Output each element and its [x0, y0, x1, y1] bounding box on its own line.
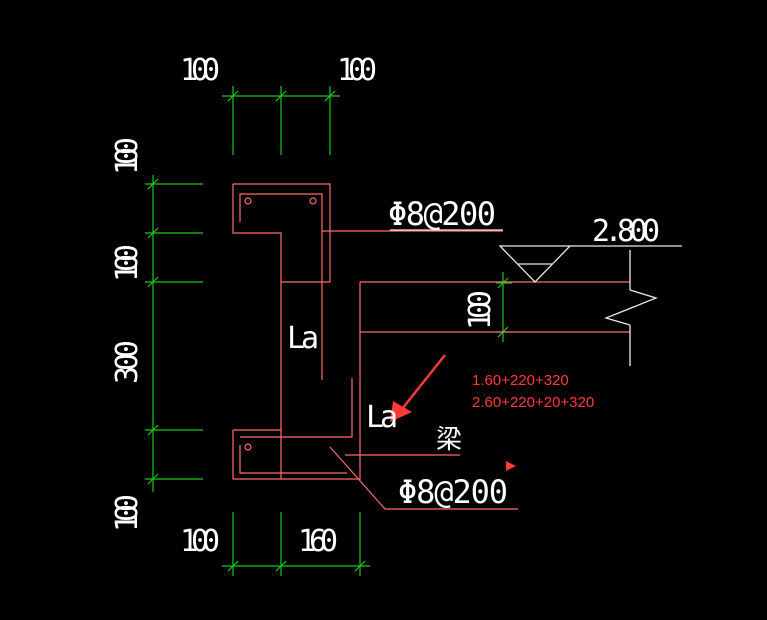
- dim-left-4: 100: [110, 494, 145, 532]
- rebar-label-bottom: Φ8@200: [398, 473, 508, 511]
- annotation-arrow: [390, 354, 516, 471]
- dim-left-1: 100: [110, 137, 145, 175]
- dim-left-2: 100: [110, 244, 145, 282]
- note-line-1: 1.60+220+320: [472, 372, 569, 389]
- elevation-value: 2.800: [592, 214, 660, 249]
- beam-label: 梁: [436, 425, 462, 455]
- note-line-2: 2.60+220+20+320: [472, 394, 594, 411]
- dim-left-3: 300: [110, 340, 145, 384]
- dim-bottom-left: 100: [180, 524, 220, 559]
- section-outline: [232, 183, 630, 480]
- dimension-lines: [145, 86, 512, 576]
- elevation-marker: [498, 245, 682, 366]
- dim-top-left: 100: [180, 53, 220, 88]
- rebar-label-top: Φ8@200: [388, 195, 496, 233]
- anchor-label-2: La: [366, 400, 398, 435]
- rebar: [239, 193, 518, 510]
- marker-triangle-icon: [506, 461, 516, 471]
- dim-top-right: 100: [337, 53, 377, 88]
- dim-slab-thickness: 100: [463, 290, 498, 330]
- dim-bottom-right: 160: [298, 524, 338, 559]
- anchor-label-1: La: [287, 321, 319, 356]
